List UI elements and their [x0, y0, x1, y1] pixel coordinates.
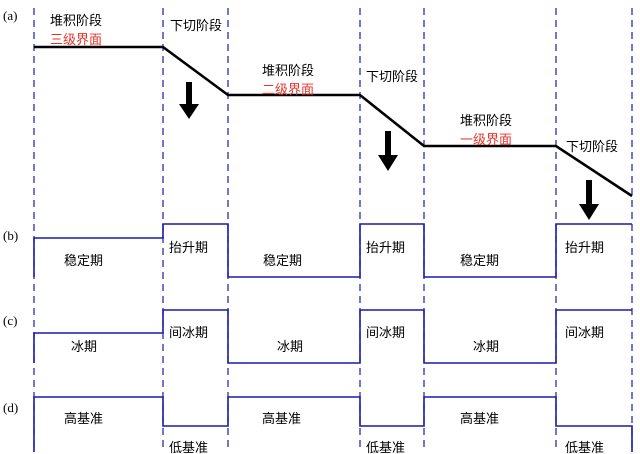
panel-b-label-6: 抬升期 [565, 241, 605, 256]
downcutting-arrow-2 [378, 131, 398, 171]
terrace-staircase-curve [34, 45, 633, 198]
downcutting-arrow-1 [179, 82, 199, 119]
panel-d-squarewave [33, 396, 633, 452]
panel-d-label-3: 高基准 [262, 412, 302, 427]
panel-d-label-2: 低基准 [169, 441, 209, 454]
panel-c-label-5: 冰期 [473, 340, 500, 355]
panel-label-b: (b) [3, 228, 19, 243]
panel-b-label-2: 抬升期 [169, 241, 209, 256]
panel-b-label-5: 稳定期 [460, 254, 500, 269]
panel-b-squarewave [33, 223, 632, 278]
panel-d-label-5: 高基准 [460, 412, 500, 427]
panel-b-label-3: 稳定期 [263, 254, 303, 269]
panel-c-label-6: 间冰期 [565, 326, 605, 341]
panel-a-stage-4-top: 下切阶段 [366, 70, 419, 85]
panel-label-c: (c) [3, 313, 18, 328]
panel-label-d: (d) [3, 400, 19, 415]
panel-d-label-4: 低基准 [366, 441, 406, 454]
panel-a-stage-1-top: 堆积阶段 [50, 14, 103, 29]
panel-a-stage-5-bottom: 一级界面 [460, 133, 513, 148]
panel-c-label-2: 间冰期 [169, 326, 209, 341]
panel-a-stage-1-bottom: 三级界面 [50, 33, 103, 48]
panel-a-stage-3-top: 堆积阶段 [262, 64, 315, 79]
panel-a-stage-3-bottom: 二级界面 [262, 83, 315, 98]
panel-c-label-1: 冰期 [71, 340, 98, 355]
panel-c-label-3: 冰期 [277, 340, 304, 355]
dashed-divider-group [33, 8, 633, 452]
panel-d-label-6: 低基准 [565, 441, 605, 454]
panel-b-label-1: 稳定期 [64, 254, 104, 269]
panel-a-stage-2-top: 下切阶段 [170, 19, 223, 34]
downcutting-arrow-group [179, 82, 599, 220]
panel-label-a: (a) [3, 8, 18, 23]
panel-c-squarewave [33, 309, 632, 364]
panel-d-label-1: 高基准 [64, 412, 104, 427]
panel-a-stage-6-top: 下切阶段 [566, 140, 619, 155]
downcutting-arrow-3 [579, 180, 599, 220]
panel-a-stage-5-top: 堆积阶段 [460, 114, 513, 129]
panel-b-label-4: 抬升期 [366, 241, 406, 256]
panel-c-label-4: 间冰期 [366, 326, 406, 341]
